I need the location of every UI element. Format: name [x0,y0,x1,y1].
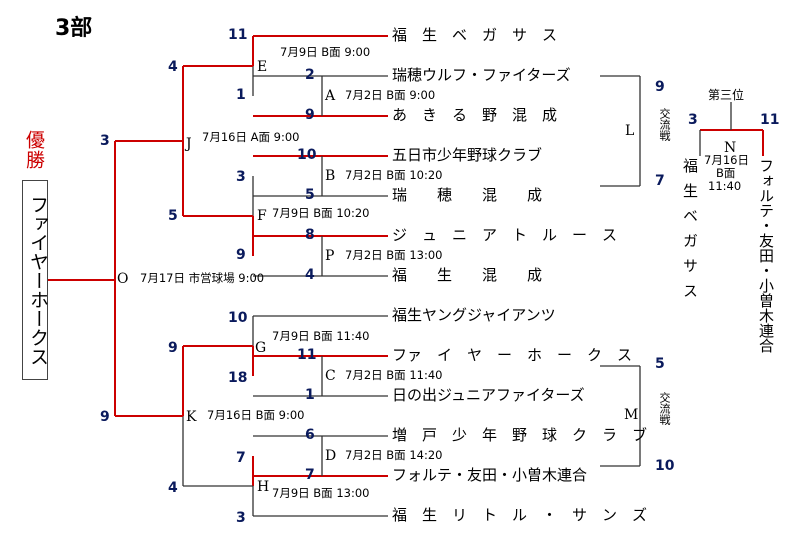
score-H-bottom: 3 [236,510,246,526]
team-3: あ き る 野 混 成 [392,106,558,124]
team-4: 五日市少年野球クラブ [392,146,543,164]
score-L-top: 9 [655,79,665,95]
date-A: 7月2日 B面 9:00 [345,88,436,102]
team-7: 福 生 混 成 [392,266,543,284]
date-C: 7月2日 B面 11:40 [345,368,443,382]
node-A: A [325,88,336,104]
team-13: 福 生 リ ト ル ・ サ ン ズ [392,506,648,524]
node-H: H [257,479,270,495]
score-L-bottom: 7 [655,173,665,189]
team-10: 日の出ジュニアファイターズ [392,386,585,404]
score-F-top: 3 [236,169,246,185]
score-P-top: 8 [305,227,315,243]
score-A-bottom: 9 [305,107,315,123]
node-G: G [255,340,267,356]
node-O: O [117,271,129,287]
score-B-top: 10 [297,147,317,163]
score-B-bottom: 5 [305,187,315,203]
score-M-top: 5 [655,356,665,372]
score-E-top: 11 [228,27,248,43]
exchange-M-label: 交流戦 [658,392,671,425]
date-K: 7月16日 B面 9:00 [207,408,305,422]
node-F: F [257,208,267,224]
team-9: ファ イ ヤ ー ホ ー ク ス [392,346,633,364]
score-C-top: 11 [297,347,317,363]
third-place-label: 第三位 [708,88,745,102]
score-J-top: 4 [168,59,178,75]
score-A-top: 2 [305,67,315,83]
third-date-2: B面 [716,166,736,180]
team-5: 瑞 穂 混 成 [392,186,543,204]
score-D-top: 6 [305,427,315,443]
score-D-bottom: 7 [305,467,315,483]
team-8: 福生ヤングジャイアンツ [392,306,556,324]
date-P: 7月2日 B面 13:00 [345,248,443,262]
team-1: 福 生 ベ ガ サ ス [392,26,558,44]
score-P-bottom: 4 [305,267,315,283]
node-E: E [257,59,268,75]
third-left-score: 3 [688,112,698,128]
node-D: D [325,448,337,464]
node-M: M [624,407,639,423]
team-2: 瑞穂ウルフ・ファイターズ [392,66,571,84]
node-J: J [186,136,192,152]
score-G-top: 10 [228,310,248,326]
date-H: 7月9日 B面 13:00 [272,486,370,500]
score-C-bottom: 1 [305,387,315,403]
third-right-team: フォルテ・友田・小曽木連合 [757,158,775,353]
page-title: 3部 [55,16,93,41]
champion-label: 優勝 [23,130,45,170]
third-date-3: 11:40 [708,179,742,193]
third-date-1: 7月16日 [704,153,749,167]
date-E: 7月9日 B面 9:00 [280,45,371,59]
third-left-team: 福生ベガサス [681,158,699,308]
date-D: 7月2日 B面 14:20 [345,448,443,462]
third-right-score: 11 [760,112,780,128]
team-6: ジ ュ ニ ア ト ル ー ス [392,226,618,244]
score-K-top: 9 [168,340,178,356]
date-B: 7月2日 B面 10:20 [345,168,443,182]
node-N: N [724,140,737,156]
score-E-bottom: 1 [236,87,246,103]
team-12: フォルテ・友田・小曽木連合 [392,466,588,484]
date-F: 7月9日 B面 10:20 [272,206,370,220]
date-O: 7月17日 市営球場 9:00 [140,271,265,285]
node-P: P [325,248,335,264]
score-F-bottom: 9 [236,247,246,263]
node-K: K [186,409,197,425]
score-G-bottom: 18 [228,370,248,386]
score-J-bottom: 5 [168,208,178,224]
score-H-top: 7 [236,450,246,466]
score-O-top: 3 [100,133,110,149]
node-B: B [325,168,336,184]
node-C: C [325,368,336,384]
exchange-L-label: 交流戦 [658,108,671,141]
score-O-bottom: 9 [100,409,110,425]
champion-team: ファイヤーホークス [22,180,49,380]
date-J: 7月16日 A面 9:00 [202,130,300,144]
score-K-bottom: 4 [168,480,178,496]
node-L: L [625,123,635,139]
score-M-bottom: 10 [655,458,675,474]
date-G: 7月9日 B面 11:40 [272,329,370,343]
team-11: 増 戸 少 年 野 球 ク ラ ブ [392,426,648,444]
